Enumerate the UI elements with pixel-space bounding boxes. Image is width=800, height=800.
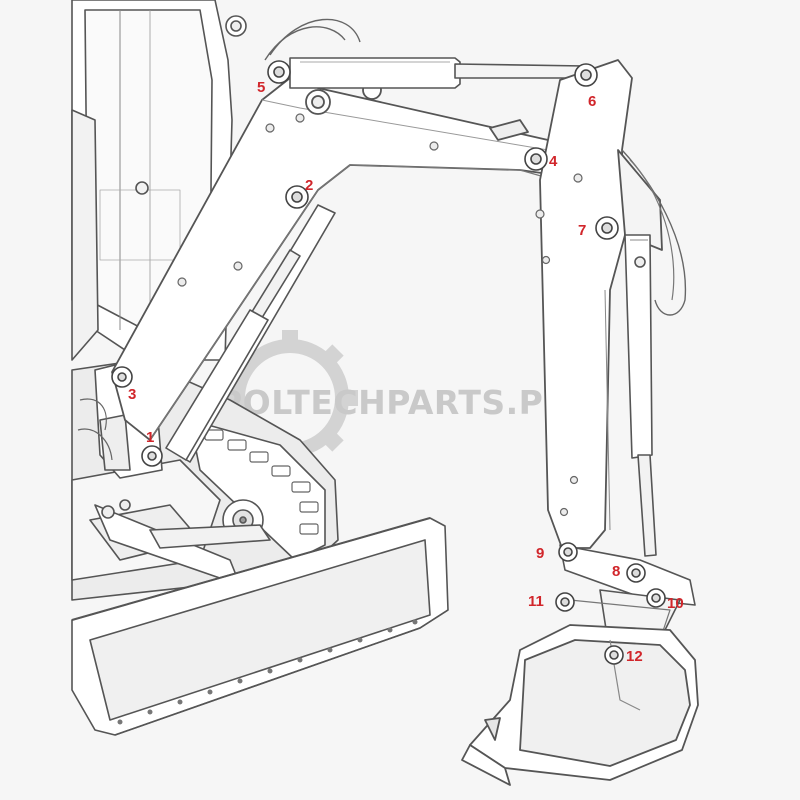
blade-arms	[94, 499, 271, 586]
pin-label-4: 4	[549, 153, 558, 170]
pin-label-2: 2	[305, 177, 313, 194]
pins	[111, 60, 666, 665]
pin-5	[267, 60, 291, 84]
pin-label-12: 12	[626, 648, 643, 665]
pin-label-1: 1	[146, 429, 154, 446]
pin-4	[524, 147, 548, 171]
pin-label-9: 9	[536, 545, 544, 562]
pin-1	[141, 445, 163, 467]
pin-label-7: 7	[578, 222, 586, 239]
pin-12	[604, 645, 624, 665]
pin-9	[558, 542, 578, 562]
pin-label-11: 11	[528, 593, 544, 610]
pin-6	[574, 63, 598, 87]
bucket-cylinder	[624, 234, 657, 557]
watermark-text: POLTECHPARTS.PL	[218, 383, 565, 422]
pin-3	[111, 366, 133, 388]
dozer-blade	[71, 517, 449, 736]
pin-label-10: 10	[667, 595, 684, 612]
pin-label-6: 6	[588, 93, 596, 110]
boom-cylinder	[165, 204, 336, 463]
bucket	[461, 624, 699, 786]
arm-cylinder	[264, 18, 586, 89]
pin-label-8: 8	[612, 563, 620, 580]
arm	[535, 59, 687, 549]
pin-2	[285, 185, 309, 209]
pin-11	[555, 592, 575, 612]
pin-8	[626, 563, 646, 583]
pin-label-5: 5	[257, 79, 265, 96]
boom	[111, 77, 557, 441]
pin-labels: 1 2 3 4 5 6 7 8 9 10 11 12	[128, 79, 684, 665]
pin-label-3: 3	[128, 386, 136, 403]
pin-10	[646, 588, 666, 608]
pin-7	[595, 216, 619, 240]
